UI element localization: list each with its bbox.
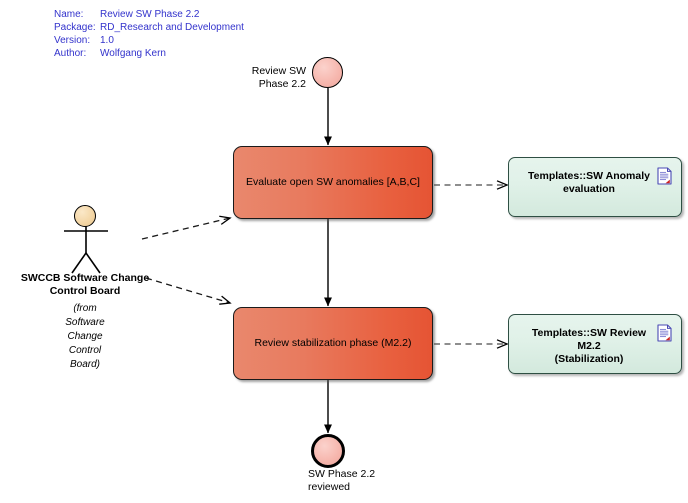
metadata-value-author: Wolfgang Kern — [100, 48, 166, 59]
metadata-value-name: Review SW Phase 2.2 — [100, 9, 200, 20]
actor-name-label: SWCCB Software Change Control Board — [20, 272, 150, 297]
start-node-label: Review SW Phase 2.2 — [251, 65, 306, 90]
activity-evaluate-open-sw-anomalies[interactable]: Evaluate open SW anomalies [A,B,C] — [233, 146, 433, 219]
end-node-label: SW Phase 2.2 reviewed — [308, 468, 376, 493]
metadata-row-package: Package: RD_Research and Development — [54, 21, 244, 34]
activity-1-label: Evaluate open SW anomalies [A,B,C] — [246, 176, 420, 188]
actor-head-icon[interactable] — [74, 205, 96, 227]
metadata-value-package: RD_Research and Development — [100, 22, 244, 33]
dependency-actor-to-activity1 — [141, 218, 230, 240]
activity-review-stabilization-phase[interactable]: Review stabilization phase (M2.2) — [233, 307, 433, 380]
metadata-key-package: Package: — [54, 22, 96, 33]
document-icon — [657, 324, 672, 342]
actor-qualifier-label: (from Software Change Control Board) — [65, 303, 105, 370]
artifact-sw-review-m22-stabilization[interactable]: Templates::SW Review M2.2 (Stabilization… — [508, 314, 682, 374]
metadata-key-name: Name: — [54, 9, 84, 20]
metadata-row-version: Version: 1.0 — [54, 34, 244, 47]
metadata-key-version: Version: — [54, 35, 91, 46]
artifact-1-label: Templates::SW Anomaly evaluation — [528, 170, 650, 195]
activity-2-label: Review stabilization phase (M2.2) — [254, 337, 412, 349]
start-node[interactable] — [312, 57, 343, 88]
artifact-2-label: Templates::SW Review M2.2 (Stabilization… — [531, 327, 647, 365]
end-node[interactable] — [311, 434, 345, 468]
artifact-sw-anomaly-evaluation[interactable]: Templates::SW Anomaly evaluation — [508, 157, 682, 217]
metadata-value-version: 1.0 — [100, 35, 114, 46]
document-icon — [657, 167, 672, 185]
metadata-row-name: Name: Review SW Phase 2.2 — [54, 8, 244, 21]
metadata-key-author: Author: — [54, 48, 87, 59]
metadata-row-author: Author: Wolfgang Kern — [54, 47, 244, 60]
diagram-metadata: Name: Review SW Phase 2.2 Package: RD_Rese… — [54, 8, 244, 60]
actor-body-icon[interactable] — [60, 226, 112, 274]
